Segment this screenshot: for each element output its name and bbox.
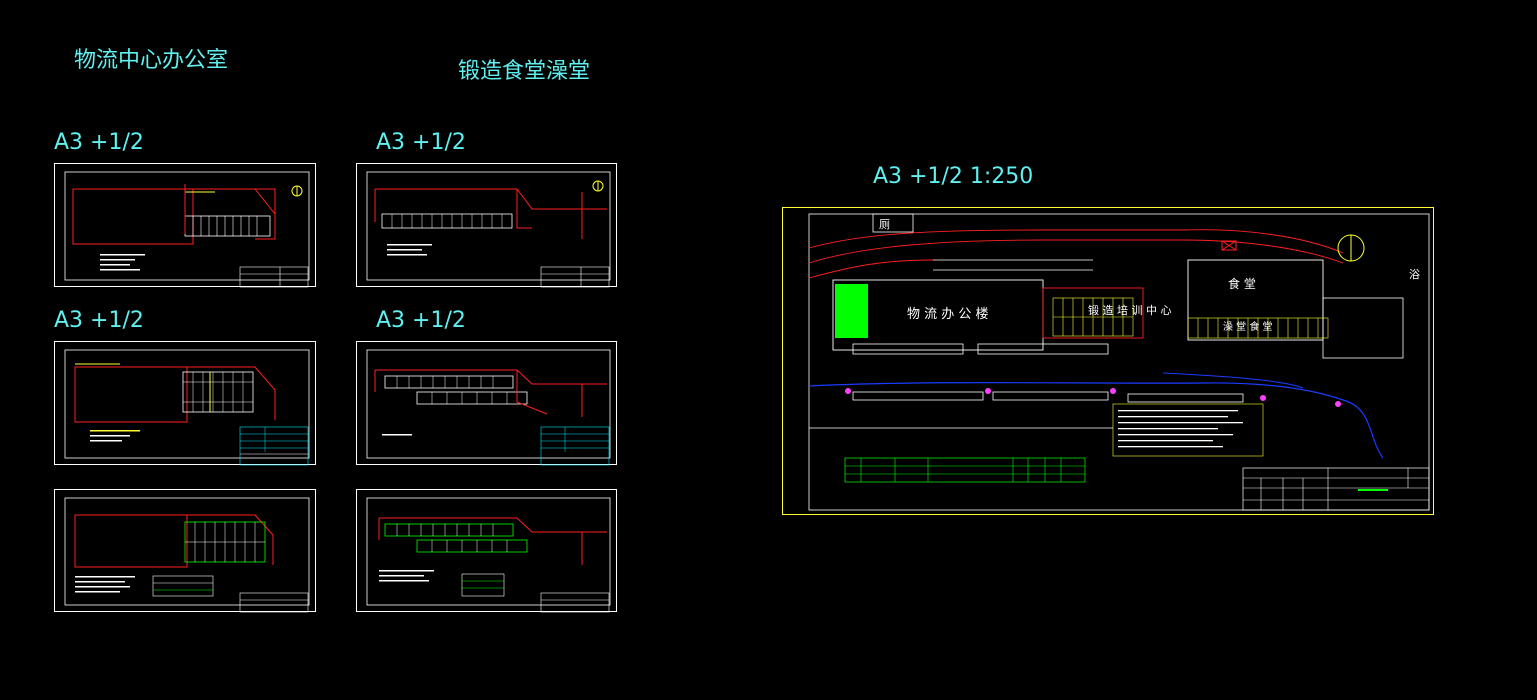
site-plan-drawing: 厕 物 流 办 公 楼 锻 造 培 训 中 心 食 堂 [808,213,1430,511]
sheet-label-big: A3 +1/2 1:250 [873,164,1034,189]
office-building-label: 物 流 办 公 楼 [907,307,989,322]
drawing-sheet-canteen-2[interactable] [356,341,617,466]
heading-logistics-office: 物流中心办公室 [74,48,229,73]
bath-canteen-label: 澡 堂 食 堂 [1223,320,1273,333]
training-center-label: 锻 造 培 训 中 心 [1088,303,1171,317]
office-plan-drawing-2 [64,349,310,466]
office-plan-drawing-1 [64,171,310,288]
drawing-sheet-office-3[interactable] [54,489,316,613]
sheet-label-1: A3 +1/2 [54,130,144,155]
sheet-label-4: A3 +1/2 [376,308,466,333]
sheet-label-3: A3 +1/2 [54,308,144,333]
sheet-label-2: A3 +1/2 [376,130,466,155]
drawing-sheet-office-1[interactable] [54,163,316,288]
drawing-sheet-canteen-1[interactable] [356,163,617,288]
bath-label: 浴 [1409,268,1420,281]
site-plan-sheet[interactable]: 厕 物 流 办 公 楼 锻 造 培 训 中 心 食 堂 [782,207,1434,515]
drawing-sheet-canteen-3[interactable] [356,489,617,613]
office-plan-drawing-3 [64,497,310,613]
heading-forging-canteen: 锻造食堂澡堂 [458,59,591,84]
drawing-sheet-office-2[interactable] [54,341,316,466]
toilet-label: 厕 [879,218,890,231]
canteen-plan-drawing-3 [366,497,611,613]
canteen-label: 食 堂 [1228,276,1256,291]
canteen-plan-drawing-1 [366,171,611,288]
canteen-plan-drawing-2 [366,349,611,466]
